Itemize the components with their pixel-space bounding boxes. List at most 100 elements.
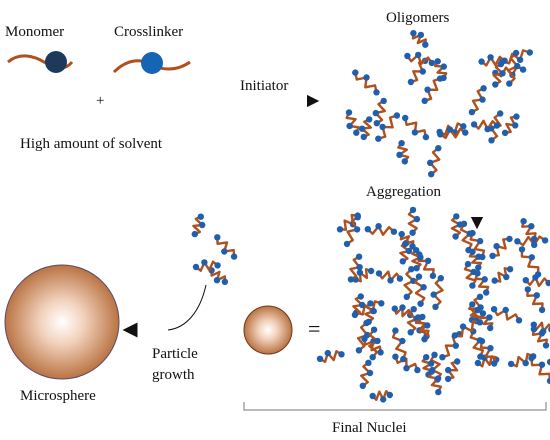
crosslink-node [336,226,344,233]
oligomer-strand [473,119,498,131]
crosslink-node [483,289,490,296]
crosslink-node [400,355,407,363]
crosslink-node [470,121,478,128]
crosslink-node [497,110,504,117]
crosslink-node [409,206,417,214]
crosslink-node [373,89,380,96]
oligomer-strand [479,340,497,364]
oligomer-strand [439,127,466,140]
plus-sign: + [96,93,104,109]
monomer-label: Monomer [5,24,64,40]
crosslink-node [488,137,495,144]
oligomer-strand [391,330,407,360]
crosslink-node [506,80,513,87]
crosslink-node [392,327,399,334]
oligomer-strand [360,361,372,387]
crosslink-node [403,293,410,300]
crosslink-node [191,230,198,238]
crosslink-node [469,301,476,308]
oligomer-strand [404,117,428,138]
crosslink-node [428,171,435,178]
crosslink-node [478,337,486,345]
oligomer-strand [407,209,419,234]
crosslink-node [452,342,459,349]
crosslink-node [469,229,476,237]
oligomer-strand [506,52,519,85]
crosslink-node [462,129,469,136]
crosslink-node [534,271,542,278]
crosslink-node [437,275,444,282]
crosslink-node [474,270,481,277]
crosslink-node [512,49,520,57]
crosslink-node [435,388,442,396]
crosslink-node [316,355,324,362]
crosslink-node [474,306,481,314]
oligomers-label: Oligomers [386,10,449,26]
crosslink-node [436,75,444,82]
oligomer-cluster [345,30,533,178]
crosslink-node [364,226,371,233]
crosslink-node [367,267,375,275]
crosslink-node [538,306,546,314]
oligomer-strand [459,223,473,251]
oligomer-strand [346,216,359,245]
crosslink-node [366,369,374,377]
crosslink-node [345,109,353,116]
oligomer-strand [366,224,395,236]
oligomer-strand [510,352,534,368]
crosslink-node [396,151,403,158]
crosslink-node [399,304,406,311]
crosslink-node [375,135,382,142]
crosslink-node [530,321,537,328]
crosslink-node [353,226,361,233]
crosslink-node [428,368,435,375]
oligomer-strand [374,99,386,125]
crosslink-node [338,351,345,358]
crosslink-node [431,351,438,358]
crosslink-node [356,269,364,276]
solvent-label: High amount of solvent [20,136,163,152]
oligomer-strand [414,316,430,337]
oligomer-strand [424,77,441,102]
crosslink-node [402,114,409,122]
crosslink-node [408,266,415,273]
crosslink-node [347,276,355,283]
crosslink-node [434,375,442,382]
crosslink-node [396,275,404,282]
oligomer-strand [406,53,433,66]
microsphere [4,264,120,380]
crosslink-node [538,330,546,337]
crosslink-node [513,113,520,120]
crosslink-node [427,360,435,367]
crosslink-node [403,365,410,372]
oligomer-strand [454,320,481,338]
crosslink-node [387,277,394,284]
crosslink-node [506,266,514,273]
crosslink-node [502,306,509,314]
crosslink-node [518,246,526,253]
incoming-oligomer [191,213,238,285]
crosslink-node [469,248,476,255]
microsphere-label: Microsphere [20,388,96,404]
crosslink-node [526,49,533,56]
crosslink-node [354,214,361,221]
crosslink-node [480,85,487,92]
crosslink-node [515,317,523,324]
oligomer-strand [468,303,481,322]
crosslink-node [420,284,427,291]
crosslink-node [391,305,398,312]
crosslink-node [414,366,421,374]
crosslink-node [475,264,482,271]
crosslink-node [405,247,413,255]
crosslink-node [531,241,538,248]
oligomer-strand [364,302,375,323]
crosslink-node [213,277,221,284]
crosslink-node [407,329,414,336]
crosslinker-symbol [112,52,191,74]
aggregation-label: Aggregation [366,184,441,200]
oligomer-strand [368,328,379,358]
crosslink-node [476,293,484,300]
crosslink-node [374,337,381,345]
crosslink-node [437,131,444,138]
oligomer-strand [417,316,430,340]
